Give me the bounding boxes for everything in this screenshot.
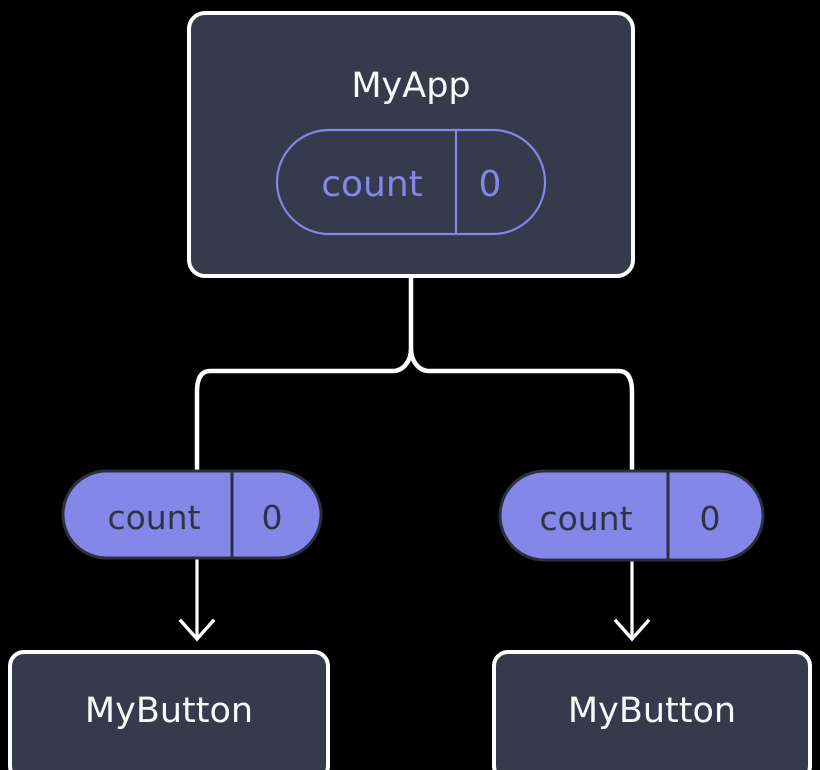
node-mybutton-right-box[interactable] [492, 650, 812, 770]
node-myapp-label: MyApp [351, 66, 470, 106]
node-mybutton-right[interactable]: MyButton [492, 650, 812, 770]
prop-chip-left-value: 0 [262, 498, 283, 537]
state-chip-outline[interactable] [275, 128, 547, 236]
node-mybutton-left-box[interactable] [8, 650, 330, 770]
connector-branch-right [408, 348, 635, 472]
prop-chip-right[interactable]: count 0 [498, 469, 765, 562]
node-mybutton-left[interactable]: MyButton [8, 650, 330, 770]
prop-chip-right-key: count [539, 499, 632, 538]
prop-chip-left-key: count [107, 498, 200, 537]
node-myapp[interactable]: MyApp count 0 [187, 11, 635, 278]
arrow-right-pill-to-mybutton [613, 560, 651, 642]
arrow-left-pill-to-mybutton [178, 558, 216, 642]
prop-chip-left-body[interactable] [61, 469, 323, 560]
node-mybutton-right-label: MyButton [568, 691, 736, 731]
prop-chip-left[interactable]: count 0 [61, 469, 323, 560]
arrow-head-left [178, 618, 216, 642]
state-chip-key: count [321, 164, 423, 205]
state-chip-value: 0 [479, 164, 502, 205]
state-chip-myapp[interactable]: count 0 [275, 128, 547, 236]
connector-branch-left [194, 348, 414, 472]
node-mybutton-left-label: MyButton [85, 691, 253, 731]
prop-chip-right-value: 0 [700, 499, 721, 538]
fork-connector-myapp-to-children [194, 277, 635, 472]
node-myapp-box[interactable] [187, 11, 635, 278]
prop-chip-right-body[interactable] [498, 469, 765, 562]
arrow-head-right [613, 618, 651, 642]
